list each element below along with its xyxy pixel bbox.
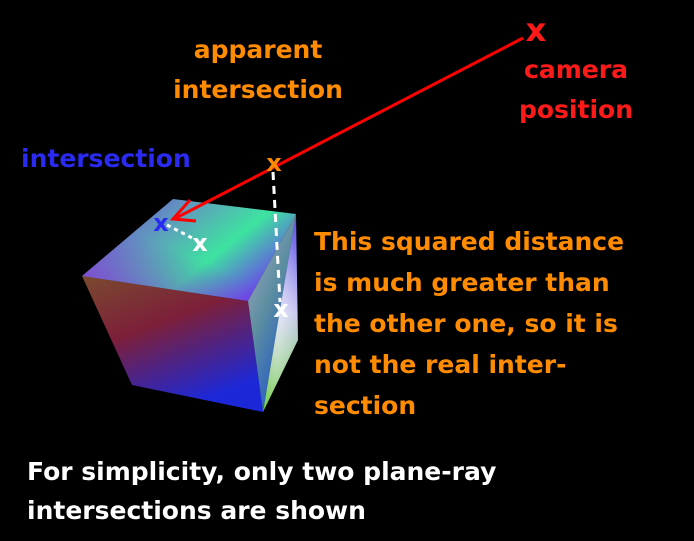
footer-caption: For simplicity, only two plane-ray inter… (27, 452, 496, 530)
rgb-gradient-cube-icon (82, 199, 298, 412)
cube-top-face-shade (82, 199, 296, 301)
camera-position-label: camera position (508, 50, 644, 130)
footer-line-2: intersections are shown (27, 496, 366, 525)
camera-label-line-2: position (518, 95, 633, 124)
cube-left-face (82, 276, 263, 412)
note-line-5: section (314, 391, 417, 420)
cube-right-face-glow (263, 214, 298, 412)
far-distance-line (271, 171, 282, 303)
cube-front-face (248, 214, 296, 412)
arrow-left-down-icon (169, 198, 197, 223)
note-line-4: not the real inter- (314, 350, 567, 379)
near-projection-marker: x (192, 229, 208, 257)
camera-position-marker: x (526, 11, 547, 49)
apparent-intersection-label: apparent intersection (160, 30, 356, 110)
near-distance-line (166, 223, 197, 242)
far-projection-marker: x (273, 295, 289, 323)
note-line-2: is much greater than (314, 268, 610, 297)
camera-ray (169, 36, 524, 223)
intersection-label: intersection (21, 144, 191, 173)
footer-line-1: For simplicity, only two plane-ray (27, 457, 497, 486)
note-line-3: the other one, so it is (314, 309, 618, 338)
apparent-intersection-marker: x (266, 149, 282, 177)
distance-note: This squared distance is much greater th… (314, 221, 624, 426)
real-intersection-marker: x (153, 209, 169, 237)
camera-label-line-1: camera (524, 55, 628, 84)
apparent-label-line-2: intersection (173, 75, 343, 104)
note-line-1: This squared distance (314, 227, 625, 256)
apparent-label-line-1: apparent (193, 35, 323, 64)
ray-line (175, 36, 524, 220)
